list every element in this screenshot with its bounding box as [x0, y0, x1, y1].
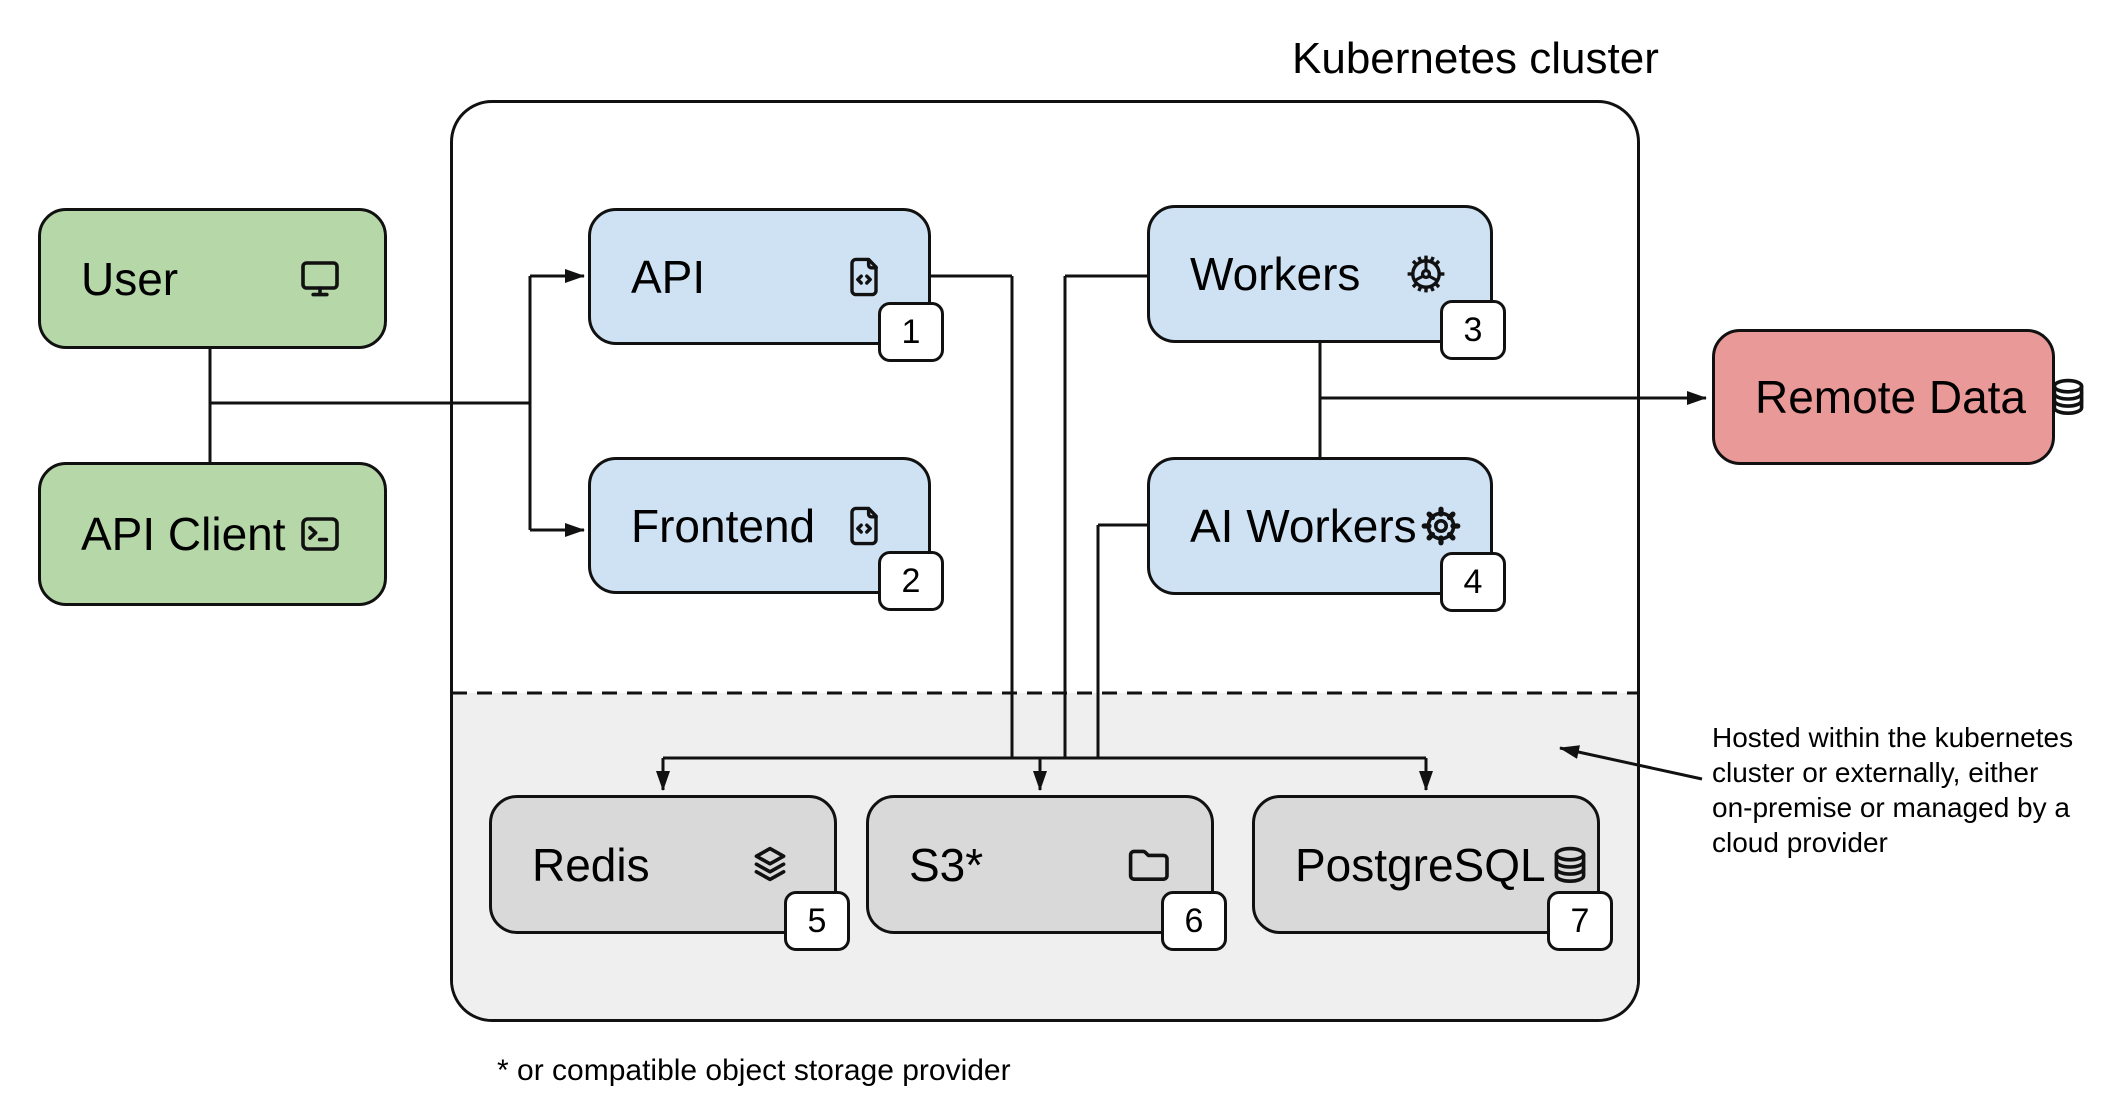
node-s3: S3* 6	[866, 795, 1227, 951]
node-frontend: Frontend 2	[588, 457, 944, 611]
step-badge: 3	[1440, 300, 1506, 360]
step-badge: 6	[1161, 891, 1227, 951]
step-badge: 7	[1547, 891, 1613, 951]
node-user: User	[38, 208, 387, 349]
node-api-client: API Client	[38, 462, 387, 606]
database-icon	[2044, 373, 2092, 421]
annotation-text: Hosted within the kubernetes cluster or …	[1712, 720, 2107, 860]
file-code-icon	[840, 502, 888, 550]
node-label: API	[631, 250, 706, 303]
node-label: Frontend	[631, 499, 816, 552]
node-label: User	[81, 252, 179, 305]
node-label: S3*	[909, 838, 984, 891]
node-redis: Redis 5	[489, 795, 850, 951]
node-label: Remote Data	[1755, 371, 2027, 423]
step-badge: 5	[784, 891, 850, 951]
annotation-line: Hosted within the kubernetes	[1712, 722, 2074, 753]
monitor-icon	[296, 255, 344, 303]
node-label: Redis	[532, 838, 650, 891]
annotation-line: cloud provider	[1712, 827, 1888, 858]
stack-icon	[746, 841, 794, 889]
step-badge: 2	[878, 551, 944, 611]
annotation-line: on-premise or managed by a	[1712, 792, 2070, 823]
terminal-icon	[296, 510, 344, 558]
footnote: * or compatible object storage provider	[497, 1054, 1011, 1087]
gear-icon	[1417, 502, 1465, 550]
node-api: API 1	[588, 208, 944, 362]
file-code-icon	[840, 253, 888, 301]
step-badge: 1	[878, 302, 944, 362]
node-ai-workers: AI Workers 4	[1147, 457, 1506, 612]
node-label: AI Workers	[1190, 500, 1417, 552]
diagram-title: Kubernetes cluster	[1292, 34, 1659, 83]
gear-wide-icon	[1402, 250, 1450, 298]
annotation-line: cluster or externally, either	[1712, 757, 2039, 788]
node-label: PostgreSQL	[1295, 838, 1546, 891]
database-icon	[1546, 841, 1594, 889]
node-postgresql: PostgreSQL 7	[1252, 795, 1613, 951]
node-remote-data: Remote Data	[1712, 329, 2084, 465]
node-label: API Client	[81, 508, 286, 560]
node-label: Workers	[1190, 248, 1361, 300]
folder-icon	[1123, 841, 1171, 889]
step-badge: 4	[1440, 552, 1506, 612]
node-workers: Workers	[1147, 205, 1506, 360]
